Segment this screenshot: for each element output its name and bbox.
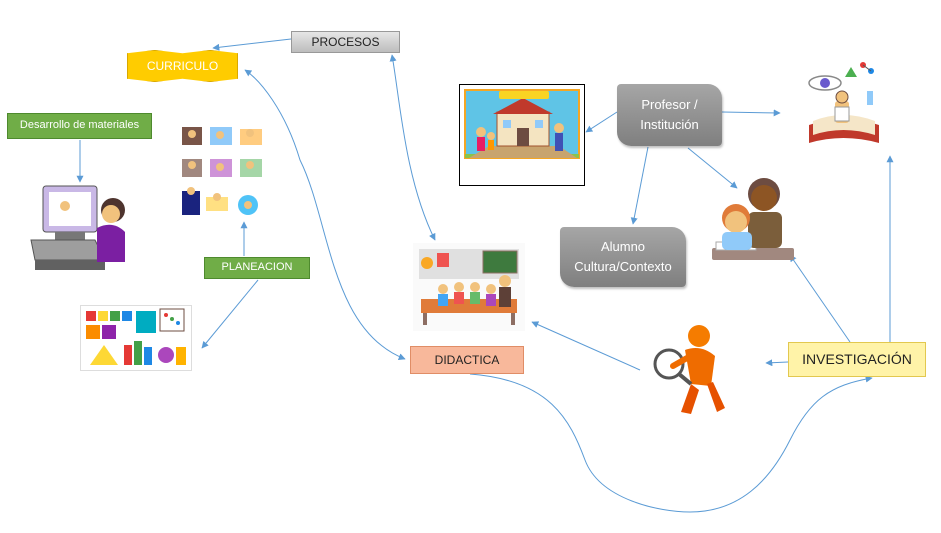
students-icon (712, 178, 794, 260)
edge-profesor-science (721, 109, 781, 117)
classroom-icon (413, 243, 525, 331)
edge-didactica-investigacion (469, 373, 873, 513)
alumno-line-1: Alumno (600, 238, 646, 254)
edge-detective-classroom (531, 321, 641, 371)
node-desarrollo-de-materiales: Desarrollo de materiales (7, 113, 152, 139)
node-didactica: DIDACTICA (410, 346, 524, 374)
edge-investigacion-detective (765, 359, 789, 367)
edge-procesos-classroom (389, 54, 436, 241)
edge-procesos-curriculo (212, 38, 292, 51)
node-planeacion: PLANEACION (204, 257, 310, 279)
edge-investigacion-students (789, 254, 851, 343)
magnifier-figure-icon (653, 325, 725, 414)
profesor-line-1: Profesor / (641, 96, 698, 112)
node-procesos: PROCESOS (291, 31, 400, 53)
alumno-line-2: Cultura/Contexto (574, 259, 672, 274)
edge-planeacion-materials (201, 279, 259, 349)
edge-profesor-students (687, 147, 738, 189)
node-investigacion: INVESTIGACIÓN (788, 342, 926, 377)
edge-profesor-school (585, 111, 618, 133)
planning-icons-grid (182, 127, 262, 215)
profesor-line-2: Institución (640, 117, 699, 132)
science-book-icon (808, 62, 879, 143)
node-curriculo: CURRICULO (127, 50, 238, 82)
node-profesor-institucion: Profesor / Institución (617, 84, 722, 146)
computer-user-icon (30, 185, 125, 270)
edge-profesor-alumno (630, 146, 649, 225)
school-icon (459, 84, 585, 186)
edge-curriculo-didactica (244, 69, 406, 360)
node-alumno-cultura: Alumno Cultura/Contexto (560, 227, 686, 287)
teaching-materials-icon (80, 305, 192, 371)
